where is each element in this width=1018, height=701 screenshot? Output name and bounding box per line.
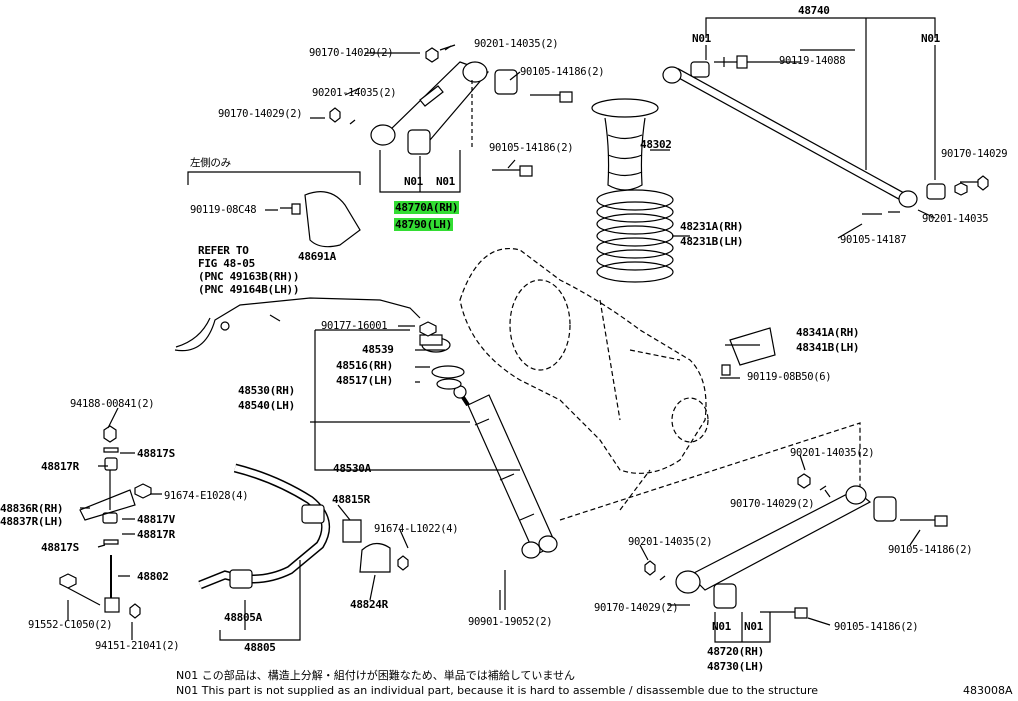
label-48720[interactable]: 48720(RH) [707,645,764,658]
label-48540[interactable]: 48540(LH) [238,399,295,412]
bracket-48740 [705,17,936,38]
label-48815r[interactable]: 48815R [332,493,370,506]
label-refer-fig[interactable]: FIG 48-05 [198,257,255,270]
label-48691a[interactable]: 48691A [298,250,336,263]
label-48516[interactable]: 48516(RH) [336,359,393,372]
label-90170-14029-lower-b[interactable]: 90170-14029(2) [594,602,679,614]
bump-stop-shape [591,98,659,191]
label-90901-19052[interactable]: 90901-19052(2) [468,616,553,628]
label-48517[interactable]: 48517(LH) [336,374,393,387]
label-n01-lateral-right: N01 [921,32,940,45]
label-48530[interactable]: 48530(RH) [238,384,295,397]
label-n01-lateral-left: N01 [692,32,711,45]
label-90201-14035-upper-b[interactable]: 90201-14035(2) [312,87,397,99]
label-48837r[interactable]: 48837R(LH) [0,515,64,528]
label-48231b[interactable]: 48231B(LH) [680,235,744,248]
coil-spring-shape [596,189,674,283]
label-90201-14035-upper-a[interactable]: 90201-14035(2) [474,38,559,50]
note-japanese: N01 この部品は、構造上分解・組付けが困難なため、単品では補給していません [176,669,576,682]
diagram-id: 483008A [963,684,1013,697]
label-48817v[interactable]: 48817V [137,513,175,526]
label-48740[interactable]: 48740 [798,4,830,17]
label-91674-l1022[interactable]: 91674-L1022(4) [374,523,459,535]
label-48770a-highlighted[interactable]: 48770A(RH) [394,201,460,214]
label-94188-00841[interactable]: 94188-00841(2) [70,398,155,410]
label-48805[interactable]: 48805 [244,641,276,654]
label-90105-14186-lower-b[interactable]: 90105-14186(2) [834,621,919,633]
label-90105-14186-upper-a[interactable]: 90105-14186(2) [520,66,605,78]
label-left-side-only: 左側のみ [190,157,231,169]
label-94151-21041[interactable]: 94151-21041(2) [95,640,180,652]
label-48539[interactable]: 48539 [362,343,394,356]
label-48341b[interactable]: 48341B(LH) [796,341,860,354]
label-48341a[interactable]: 48341A(RH) [796,326,860,339]
shock-absorber-shape [453,383,558,559]
upper-control-arm-shape [370,61,518,155]
label-90119-08b50[interactable]: 90119-08B50(6) [747,371,832,383]
stabilizer-bar-shape [198,463,331,590]
bump-stopper-bracket-shape [304,191,361,248]
label-90119-14088[interactable]: 90119-14088 [779,55,846,67]
label-48817s-top[interactable]: 48817S [137,447,175,460]
label-90201-14035-lower-b[interactable]: 90201-14035(2) [628,536,713,548]
label-90105-14186-lower-a[interactable]: 90105-14186(2) [888,544,973,556]
label-48231a[interactable]: 48231A(RH) [680,220,744,233]
label-90119-08c48[interactable]: 90119-08C48 [190,204,257,216]
bump-stopper-48341-shape [729,327,776,366]
label-90170-14029-upper-a[interactable]: 90170-14029(2) [309,47,394,59]
label-48817s-bottom[interactable]: 48817S [41,541,79,554]
axle-housing-shape [459,248,709,474]
label-refer-pnc-rh: (PNC 49163B(RH)) [198,270,300,283]
label-90201-14035-right[interactable]: 90201-14035 [922,213,989,225]
label-48530a[interactable]: 48530A [333,462,371,475]
label-91674-e1028[interactable]: 91674-E1028(4) [164,490,249,502]
lateral-rod-shape [662,66,918,208]
label-90177-16001[interactable]: 90177-16001 [321,320,388,332]
label-refer-to: REFER TO [198,244,249,257]
label-48302[interactable]: 48302 [640,138,672,151]
label-48817r-top[interactable]: 48817R [41,460,79,473]
label-48824r[interactable]: 48824R [350,598,388,611]
label-90105-14186-upper-b[interactable]: 90105-14186(2) [489,142,574,154]
label-n01-upper-right: N01 [436,175,455,188]
label-48730[interactable]: 48730(LH) [707,660,764,673]
label-48805a[interactable]: 48805A [224,611,262,624]
label-n01-upper-left: N01 [404,175,423,188]
label-48790-highlighted[interactable]: 48790(LH) [394,218,453,231]
label-90170-14029-upper-b[interactable]: 90170-14029(2) [218,108,303,120]
label-n01-lower-right: N01 [744,620,763,633]
note-english: N01 This part is not supplied as an indi… [176,684,819,697]
label-n01-lower-left: N01 [712,620,731,633]
label-48817r-bottom[interactable]: 48817R [137,528,175,541]
lower-control-arm-shape [675,485,897,609]
label-48802[interactable]: 48802 [137,570,169,583]
stabilizer-rod-upper-shape [174,297,421,352]
label-refer-pnc-lh: (PNC 49164B(LH)) [198,283,300,296]
label-48836r[interactable]: 48836R(RH) [0,502,64,515]
label-90201-14035-lower-a[interactable]: 90201-14035(2) [790,447,875,459]
label-91552-c1050[interactable]: 91552-C1050(2) [28,619,113,631]
label-90105-14187[interactable]: 90105-14187 [840,234,907,246]
label-90170-14029-right[interactable]: 90170-14029 [941,148,1008,160]
label-90170-14029-lower-a[interactable]: 90170-14029(2) [730,498,815,510]
